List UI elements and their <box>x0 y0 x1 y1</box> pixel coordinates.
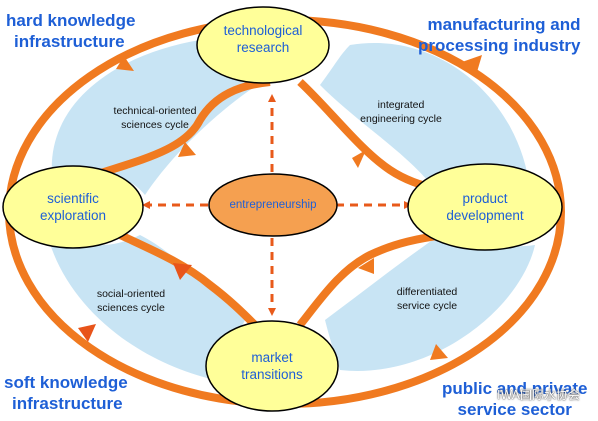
arrow-head-icon <box>358 258 374 274</box>
node-entrepreneurship <box>208 173 338 237</box>
watermark-logo: IWA国际水协会 <box>497 388 580 402</box>
arrow-head-icon <box>78 324 96 342</box>
arrow-head-icon <box>352 150 366 168</box>
arrow-head-icon <box>178 142 196 157</box>
region-bottom-left <box>45 225 245 380</box>
node-technological-research <box>196 6 330 84</box>
inner-arc-bottom-left <box>108 226 258 328</box>
inner-arc-bottom-right <box>296 231 446 328</box>
inner-arc-top-left <box>93 78 271 179</box>
region-top-left <box>51 40 265 195</box>
node-label-entrepreneurship: entrepreneurship <box>229 199 317 211</box>
node-scientific-exploration <box>2 165 144 249</box>
arrow-head-icon <box>462 55 482 72</box>
node-product-development <box>407 163 563 251</box>
arrow-head-icon <box>116 56 134 71</box>
arrow-head-icon <box>430 344 448 360</box>
arrow-head-icon <box>173 263 192 280</box>
region-bottom-right <box>325 235 535 371</box>
node-market-transitions <box>205 320 339 412</box>
